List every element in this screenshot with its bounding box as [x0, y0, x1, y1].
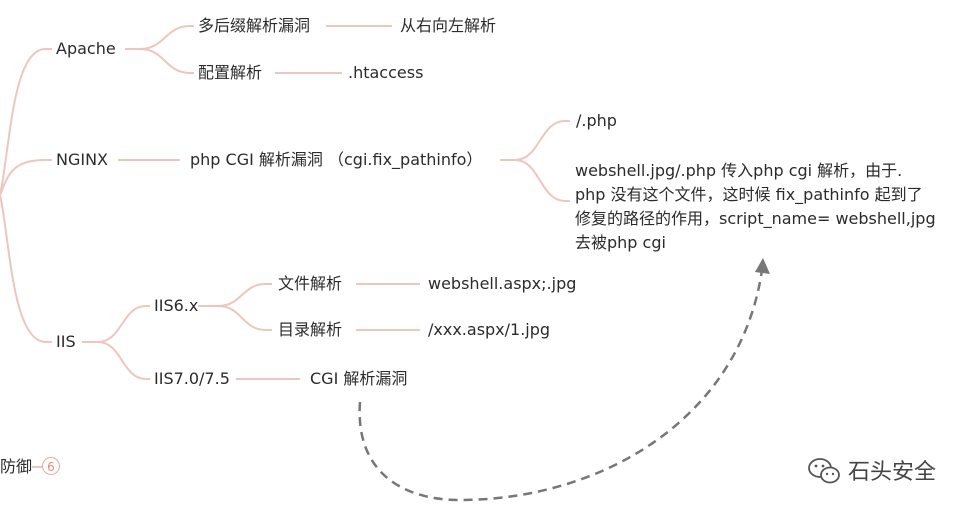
iis-v6: IIS6.x	[154, 296, 199, 315]
iis-file-parse: 文件解析	[278, 274, 343, 293]
nginx-note-line: php 没有这个文件，这时候 fix_pathinfo 起到了	[575, 185, 923, 204]
iis-file-parse-detail: webshell.aspx;.jpg	[428, 274, 577, 293]
watermark-text: 石头安全	[848, 460, 937, 485]
iis-v7-detail: CGI 解析漏洞	[310, 369, 408, 388]
iis-dir-parse-detail: /xxx.aspx/1.jpg	[428, 320, 551, 339]
wechat-icon	[808, 458, 840, 484]
nginx-note-line: 去被php cgi	[575, 233, 666, 252]
branch-apache: Apache	[56, 39, 116, 58]
branch-nginx: NGINX	[56, 150, 109, 169]
nginx-cgi: php CGI 解析漏洞 （cgi.fix_pathinfo）	[190, 150, 483, 169]
apache-config: 配置解析	[198, 63, 263, 82]
dashed-arrow	[358, 258, 770, 502]
nginx-note-line: webshell.jpg/.php 传入php cgi 解析，由于.	[575, 161, 903, 180]
apache-multi-suffix: 多后缀解析漏洞	[198, 16, 311, 35]
apache-multi-suffix-detail: 从右向左解析	[400, 16, 497, 35]
defense-count-badge[interactable]: 6	[42, 457, 60, 475]
defense-label: 防御	[0, 457, 33, 476]
nginx-note: webshell.jpg/.php 传入php cgi 解析，由于. php 没…	[575, 159, 960, 255]
branch-iis: IIS	[56, 332, 76, 351]
nginx-note-line: 修复的路径的作用，script_name= webshell,jpg	[575, 209, 936, 228]
nginx-detail-php: /.php	[576, 111, 617, 130]
apache-config-detail: .htaccess	[348, 63, 424, 82]
iis-dir-parse: 目录解析	[278, 320, 343, 339]
iis-v7: IIS7.0/7.5	[154, 369, 230, 388]
